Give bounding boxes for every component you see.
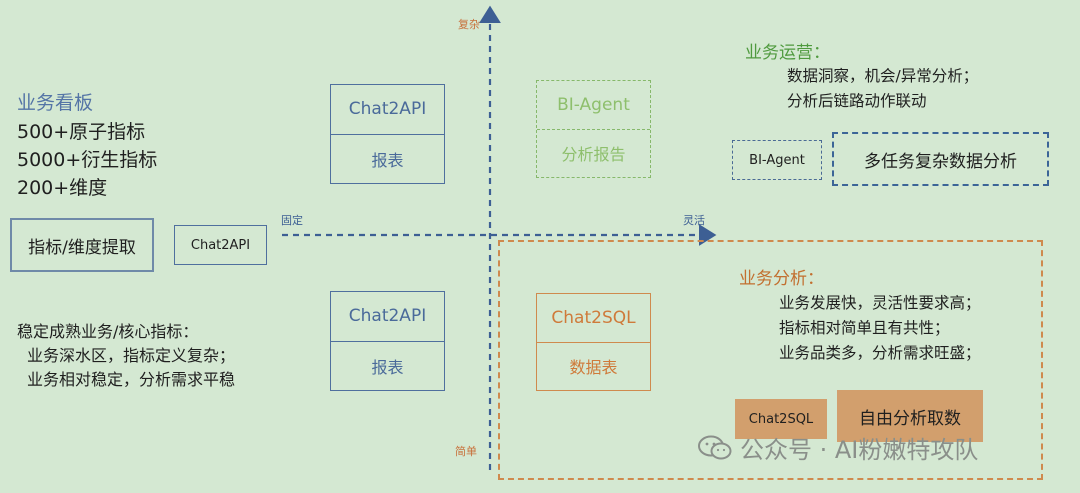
free-analysis-label: 自由分析取数 xyxy=(859,408,961,429)
chat2sql-table: Chat2SQL 数据表 xyxy=(536,293,651,391)
bi-agent-report-title: BI-Agent xyxy=(557,94,630,115)
stable-title: 稳定成熟业务/核心指标： xyxy=(17,322,199,341)
bi-agent-report: BI-Agent 分析报告 xyxy=(536,80,651,178)
dashboard-line-1: 500+原子指标 xyxy=(17,121,146,143)
chat2sql-table-sub: 数据表 xyxy=(537,341,650,391)
analysis-region xyxy=(498,240,1043,480)
chat2api-report-top-sub: 报表 xyxy=(331,133,444,184)
chat2sql-table-title: Chat2SQL xyxy=(551,307,636,328)
dashboard-line-2: 5000+衍生指标 xyxy=(17,149,158,171)
bi-agent-small-label: BI-Agent xyxy=(749,152,805,168)
analysis-line-3: 业务品类多，分析需求旺盛； xyxy=(779,344,981,362)
bi-agent-small-box: BI-Agent xyxy=(732,140,822,180)
dashboard-title: 业务看板 xyxy=(17,92,94,114)
watermark-text: 公众号 · AI粉嫩特攻队 xyxy=(740,436,979,464)
axis-top-label: 复杂 xyxy=(458,18,480,31)
chat2api-report-bottom-title: Chat2API xyxy=(348,306,427,327)
chat2api-small-label: Chat2API xyxy=(190,237,251,253)
axis-right-label: 灵活 xyxy=(683,214,705,227)
chat2sql-small-label: Chat2SQL xyxy=(748,411,814,427)
chat2api-report-top: Chat2API 报表 xyxy=(330,84,445,184)
ops-title: 业务运营： xyxy=(745,43,830,63)
axis-left-label: 固定 xyxy=(281,214,303,227)
ops-line-1: 数据洞察，机会/异常分析； xyxy=(787,67,979,85)
multi-task-label: 多任务复杂数据分析 xyxy=(864,151,1017,172)
bi-agent-report-sub: 分析报告 xyxy=(537,128,650,178)
wechat-icon xyxy=(698,435,732,459)
free-analysis-box: 自由分析取数 xyxy=(837,390,983,442)
metric-extract-label: 指标/维度提取 xyxy=(28,237,136,258)
analysis-line-2: 指标相对简单且有共性； xyxy=(779,319,950,337)
analysis-line-1: 业务发展快，灵活性要求高； xyxy=(779,294,981,312)
chat2api-report-bottom-sub: 报表 xyxy=(331,340,444,391)
chat2api-small-box: Chat2API xyxy=(174,225,267,265)
metric-extract-box: 指标/维度提取 xyxy=(10,218,154,272)
multi-task-box: 多任务复杂数据分析 xyxy=(832,132,1049,186)
chat2sql-small-box: Chat2SQL xyxy=(735,399,827,439)
dashboard-line-3: 200+维度 xyxy=(17,177,108,199)
stable-line-2: 业务相对稳定，分析需求平稳 xyxy=(27,370,236,389)
ops-line-2: 分析后链路动作联动 xyxy=(787,92,927,110)
chat2api-report-top-title: Chat2API xyxy=(348,99,427,120)
chat2api-report-bottom: Chat2API 报表 xyxy=(330,291,445,391)
stable-line-1: 业务深水区，指标定义复杂； xyxy=(27,346,236,365)
axis-bottom-label: 简单 xyxy=(455,445,477,458)
watermark: 公众号 · AI粉嫩特攻队 xyxy=(698,430,978,465)
analysis-title: 业务分析： xyxy=(739,269,824,289)
